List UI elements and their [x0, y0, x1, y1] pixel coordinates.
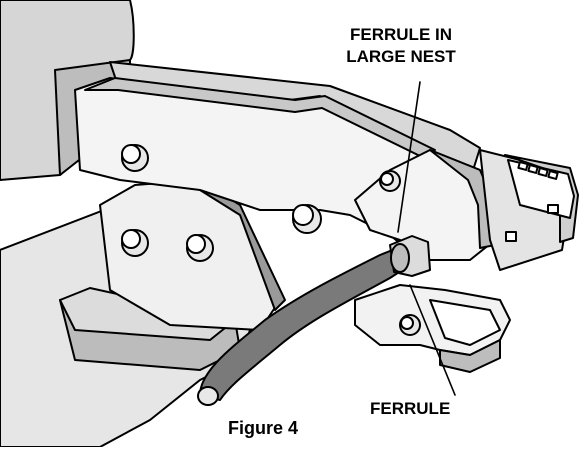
callout-large-nest-line2: LARGE NEST: [346, 47, 456, 66]
leader-large-nest: [397, 81, 421, 233]
callout-large-nest-line1: FERRULE IN: [350, 25, 452, 44]
callout-ferrule: FERRULE: [370, 399, 451, 418]
pivot-pins: [121, 144, 421, 336]
leader-ferrule: [409, 284, 456, 396]
figure-caption: Figure 4: [228, 418, 299, 438]
connector-pins: [517, 161, 559, 180]
nest-block-side: [439, 339, 501, 373]
nest-block-cavity: [429, 299, 501, 346]
ferrule-lip: [390, 243, 410, 273]
connector-lock: [505, 231, 517, 242]
connector-latch: [547, 204, 559, 214]
callout-large-nest: FERRULE IN LARGE NEST: [326, 24, 476, 68]
cable-end: [197, 386, 219, 406]
